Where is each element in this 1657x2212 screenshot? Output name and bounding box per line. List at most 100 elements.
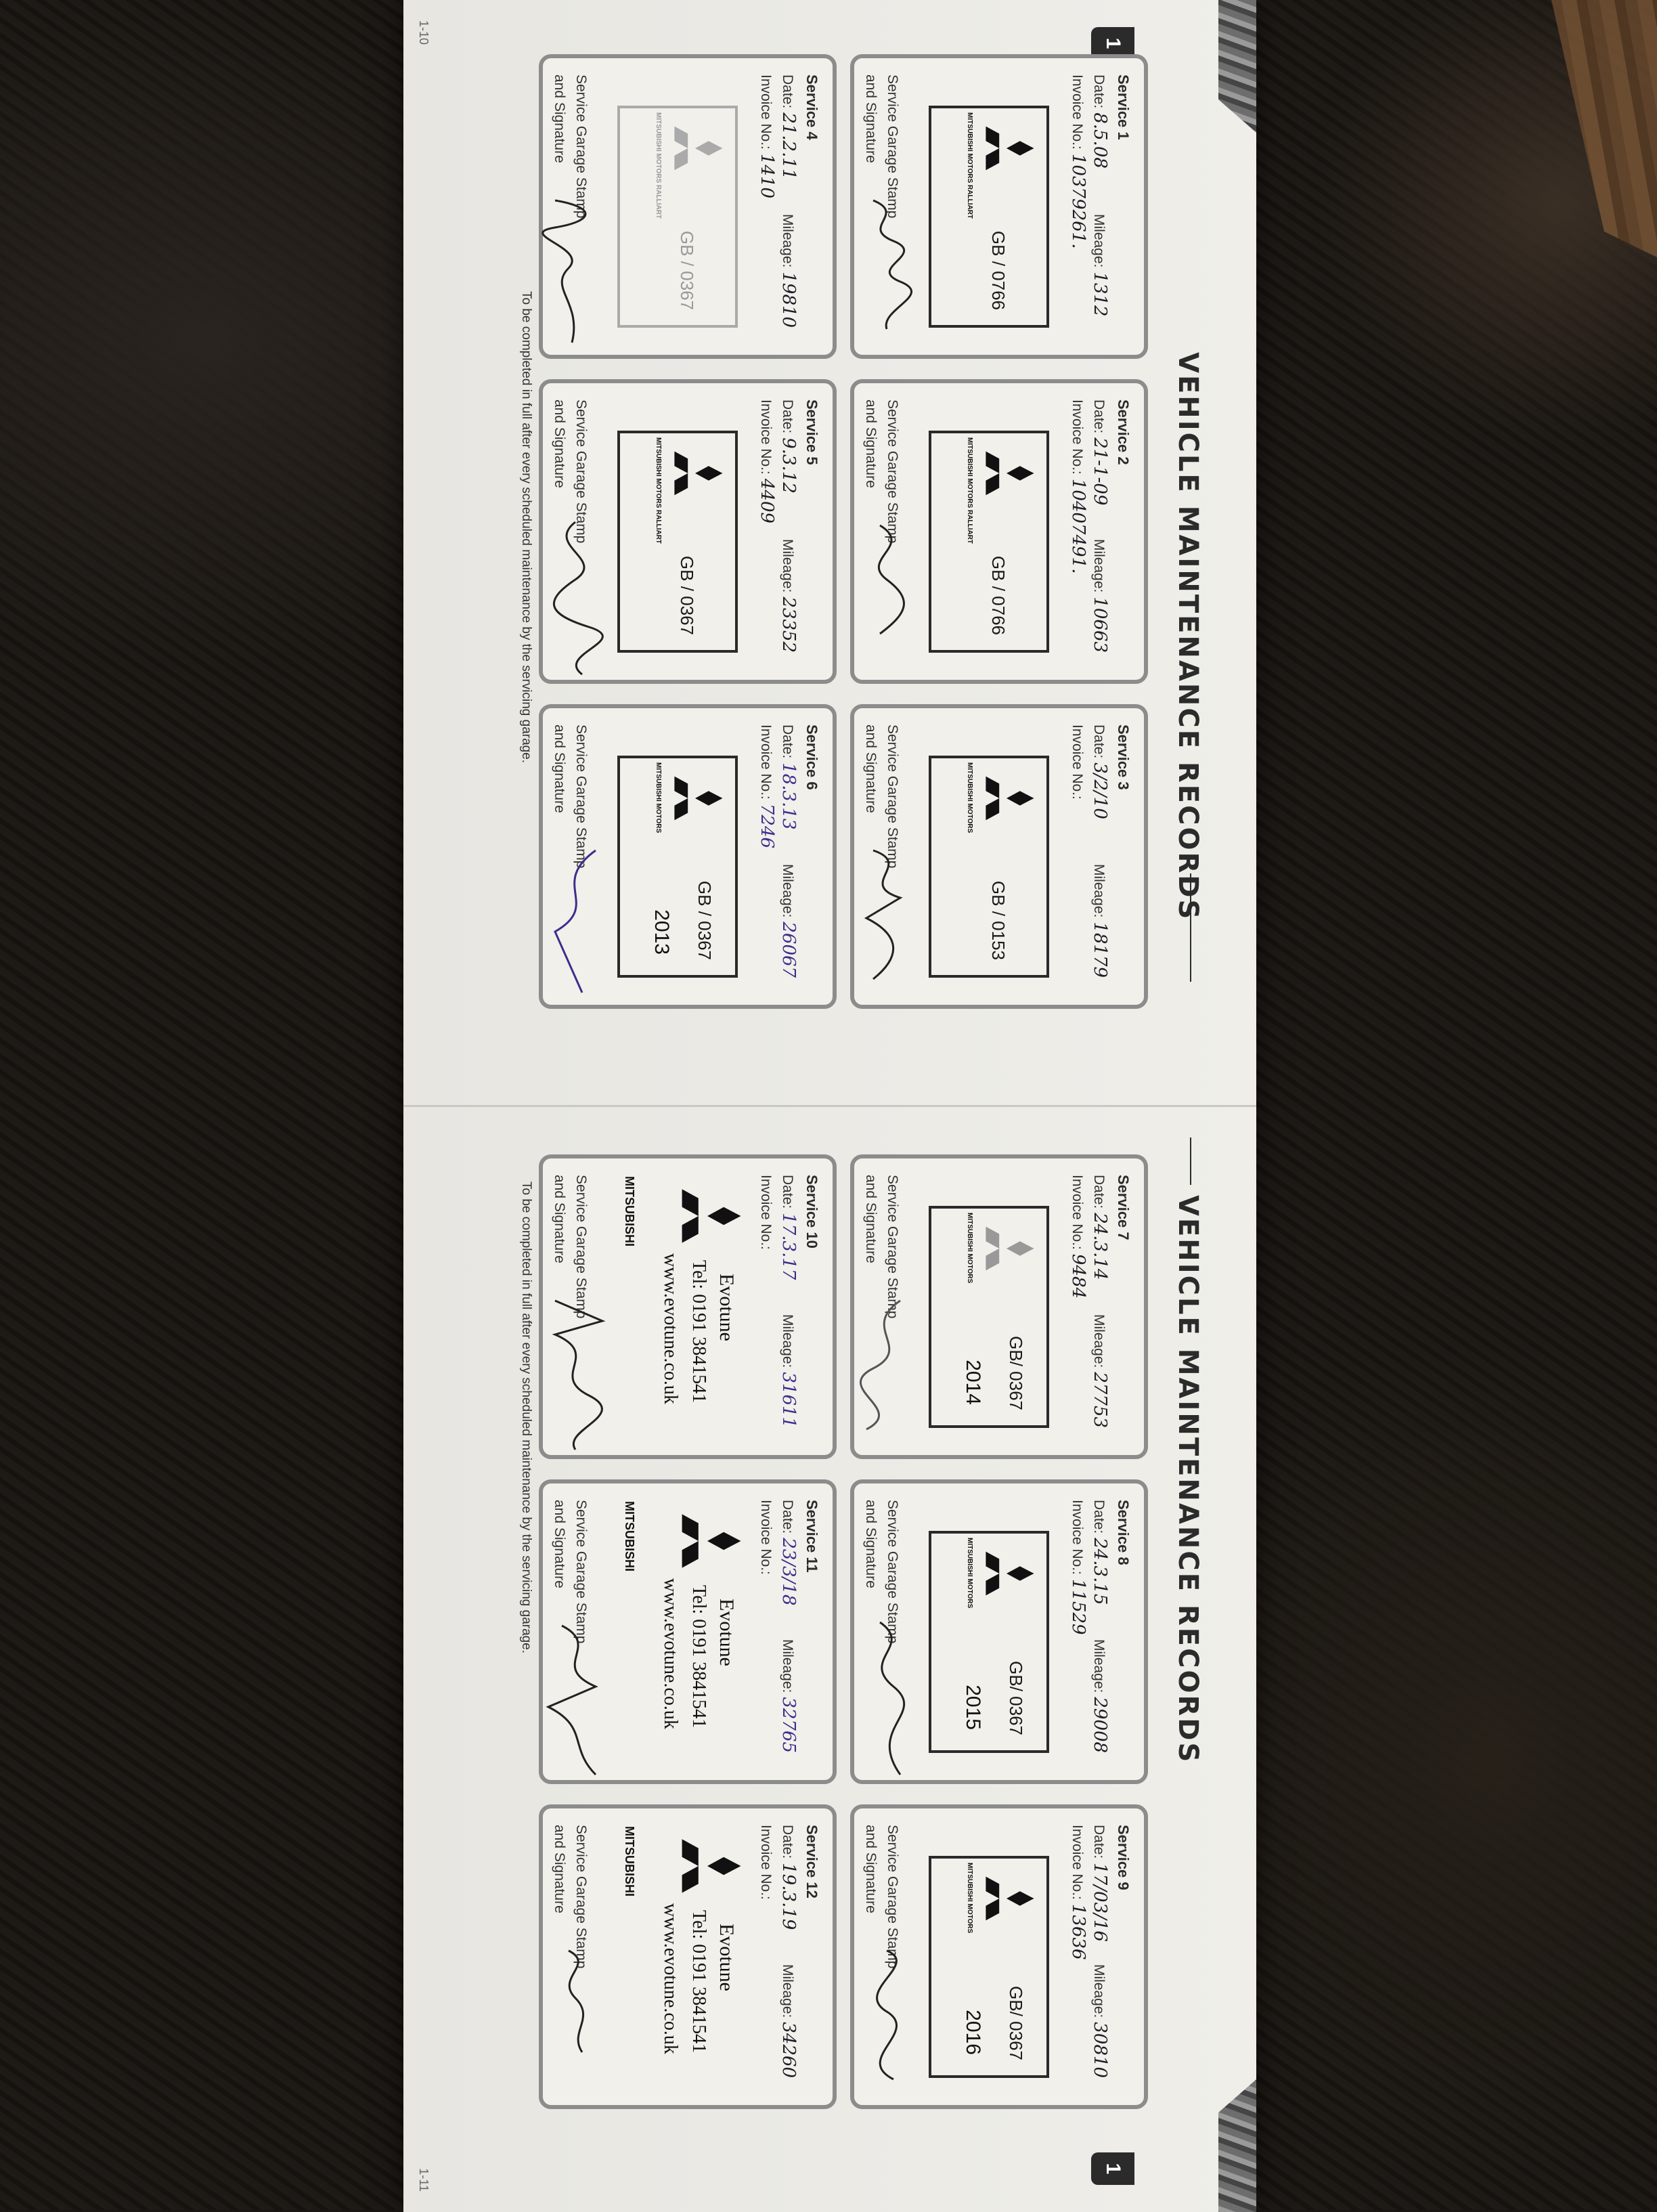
stamp-year: 2013: [650, 909, 673, 955]
signature-label: and Signature: [863, 724, 879, 813]
handwritten-signature: [876, 1949, 898, 2081]
dealer-code: GB / 0766: [988, 230, 1009, 310]
handwritten-signature: [553, 521, 604, 676]
signature-label: and Signature: [552, 1500, 567, 1588]
garage-phone: Tel: 0191 3841541: [688, 1585, 709, 1729]
stamp-logo-text: MITSUBISHI MOTORS: [966, 1863, 973, 1934]
signature-label: and Signature: [863, 1500, 879, 1588]
date-label: Date:: [780, 1175, 795, 1209]
invoice-label: Invoice No.:: [758, 1825, 774, 1900]
invoice-label: Invoice No.:: [1069, 1825, 1085, 1900]
service-title: Service 3: [1115, 724, 1132, 790]
service-booklet: 1 VEHICLE MAINTENANCE RECORDS Service 1 …: [403, 0, 1256, 2212]
date-value: 3/2/10: [1090, 762, 1110, 819]
dealer-code: GB / 0367: [677, 555, 697, 635]
mileage-value: 23352: [778, 597, 799, 653]
handwritten-signature: [542, 199, 587, 343]
invoice-value: 11529: [1068, 1578, 1088, 1635]
date-value: 18.3.13: [778, 762, 799, 830]
date-label: Date:: [780, 74, 795, 109]
invoice-label: Invoice No.:: [1069, 1500, 1085, 1575]
garage-website: www.evotune.co.uk: [660, 1903, 681, 2054]
mileage-value: 31611: [778, 1372, 799, 1429]
left-page: 1 VEHICLE MAINTENANCE RECORDS Service 1 …: [403, 0, 1256, 1105]
dealer-code: GB/ 0367: [1006, 1986, 1026, 2060]
mileage-value: 1312: [1090, 272, 1110, 317]
stamp-logo-text: MITSUBISHI MOTORS RALLIART: [966, 112, 973, 219]
mileage-label: Mileage:: [780, 1639, 795, 1693]
mileage-value: 34260: [778, 2022, 799, 2079]
service-record-8: Service 8 Date:24.3.15 Mileage:29008 Inv…: [850, 1479, 1148, 1784]
mitsubishi-wordmark: MITSUBISHI: [623, 1826, 636, 1897]
date-value: 24.3.15: [1090, 1538, 1110, 1605]
mitsubishi-logo-icon: [674, 126, 723, 171]
mileage-label: Mileage:: [1091, 1964, 1107, 2018]
service-title: Service 9: [1115, 1825, 1132, 1890]
service-title: Service 8: [1115, 1500, 1132, 1565]
date-value: 21-1-09: [1090, 437, 1110, 506]
service-title: Service 12: [803, 1825, 820, 1899]
dealer-stamp: MITSUBISHI MOTORS RALLIART GB / 0367: [617, 106, 738, 328]
signature-label: and Signature: [863, 1175, 879, 1263]
dealer-code: GB / 0367: [694, 880, 715, 960]
service-title: Service 7: [1115, 1175, 1132, 1240]
date-value: 17.3.17: [778, 1213, 799, 1280]
handwritten-signature: [860, 1299, 901, 1431]
mileage-label: Mileage:: [780, 1314, 795, 1368]
garage-name: Evotune: [715, 1599, 738, 1666]
date-value: 17/03/16: [1090, 1863, 1110, 1942]
service-title: Service 6: [803, 724, 820, 790]
service-title: Service 4: [803, 74, 820, 140]
invoice-label: Invoice No.:: [758, 724, 774, 800]
signature-label: and Signature: [552, 1175, 567, 1263]
service-title: Service 2: [1115, 399, 1132, 465]
stamp-logo-text: MITSUBISHI MOTORS: [655, 762, 662, 833]
garage-website: www.evotune.co.uk: [660, 1578, 681, 1729]
mitsubishi-logo-icon: [674, 451, 723, 496]
dealer-code: GB/ 0367: [1006, 1661, 1026, 1735]
mileage-value: 30810: [1090, 2022, 1110, 2079]
handwritten-signature: [872, 199, 913, 330]
invoice-label: Invoice No.:: [758, 399, 774, 475]
service-record-3: Service 3 Date:3/2/10 Mileage:18179 Invo…: [850, 704, 1148, 1009]
dealer-code: GB / 0367: [677, 230, 697, 310]
garage-name: Evotune: [715, 1274, 738, 1341]
dealer-code: GB / 0153: [988, 880, 1009, 960]
handwritten-signature: [546, 1624, 598, 1776]
stamp-year: 2014: [962, 1360, 984, 1405]
invoice-label: Invoice No.:: [1069, 1175, 1085, 1250]
dealer-stamp: MITSUBISHI MOTORS GB / 0153: [929, 756, 1049, 978]
dealer-code: GB / 0766: [988, 555, 1009, 635]
mileage-value: 18179: [1090, 921, 1110, 978]
garage-name: Evotune: [715, 1924, 738, 1991]
title-rule: [1190, 873, 1191, 982]
evotune-stamp: MITSUBISHI Evotune Tel: 0191 3841541 www…: [609, 1497, 751, 1775]
mileage-label: Mileage:: [1091, 1314, 1107, 1368]
mileage-label: Mileage:: [780, 539, 795, 593]
handwritten-signature: [879, 1621, 906, 1775]
section-tab: 1: [1091, 2152, 1134, 2185]
mitsubishi-logo-icon: [674, 776, 723, 821]
mitsubishi-wordmark: MITSUBISHI: [623, 1501, 636, 1572]
service-record-5: Service 5 Date:9.3.12 Mileage:23352 Invo…: [539, 379, 837, 684]
dealer-stamp: MITSUBISHI MOTORS RALLIART GB / 0766: [929, 431, 1049, 653]
date-label: Date:: [780, 1500, 795, 1534]
invoice-label: Invoice No.:: [1069, 399, 1085, 475]
date-value: 23/3/18: [778, 1538, 799, 1606]
mileage-label: Mileage:: [780, 1964, 795, 2018]
service-record-9: Service 9 Date:17/03/16 Mileage:30810 In…: [850, 1804, 1148, 2109]
service-title: Service 1: [1115, 74, 1132, 140]
mileage-label: Mileage:: [1091, 539, 1107, 593]
invoice-label: Invoice No.:: [758, 74, 774, 150]
stamp-year: 2016: [962, 2010, 984, 2055]
mitsubishi-logo-icon: [682, 1839, 741, 1893]
mileage-label: Mileage:: [1091, 214, 1107, 268]
dealer-stamp: MITSUBISHI MOTORS GB/ 0367 2016: [929, 1856, 1049, 2078]
dealer-stamp: MITSUBISHI MOTORS GB/ 0367 2014: [929, 1206, 1049, 1428]
dealer-stamp: MITSUBISHI MOTORS GB/ 0367 2015: [929, 1531, 1049, 1753]
date-value: 24.3.14: [1090, 1213, 1110, 1280]
invoice-value: 9484: [1068, 1253, 1088, 1299]
page-title: VEHICLE MAINTENANCE RECORDS: [1172, 352, 1203, 921]
right-page: 1 VEHICLE MAINTENANCE RECORDS Service 7 …: [403, 1105, 1256, 2212]
stamp-logo-text: MITSUBISHI MOTORS RALLIART: [655, 437, 662, 544]
